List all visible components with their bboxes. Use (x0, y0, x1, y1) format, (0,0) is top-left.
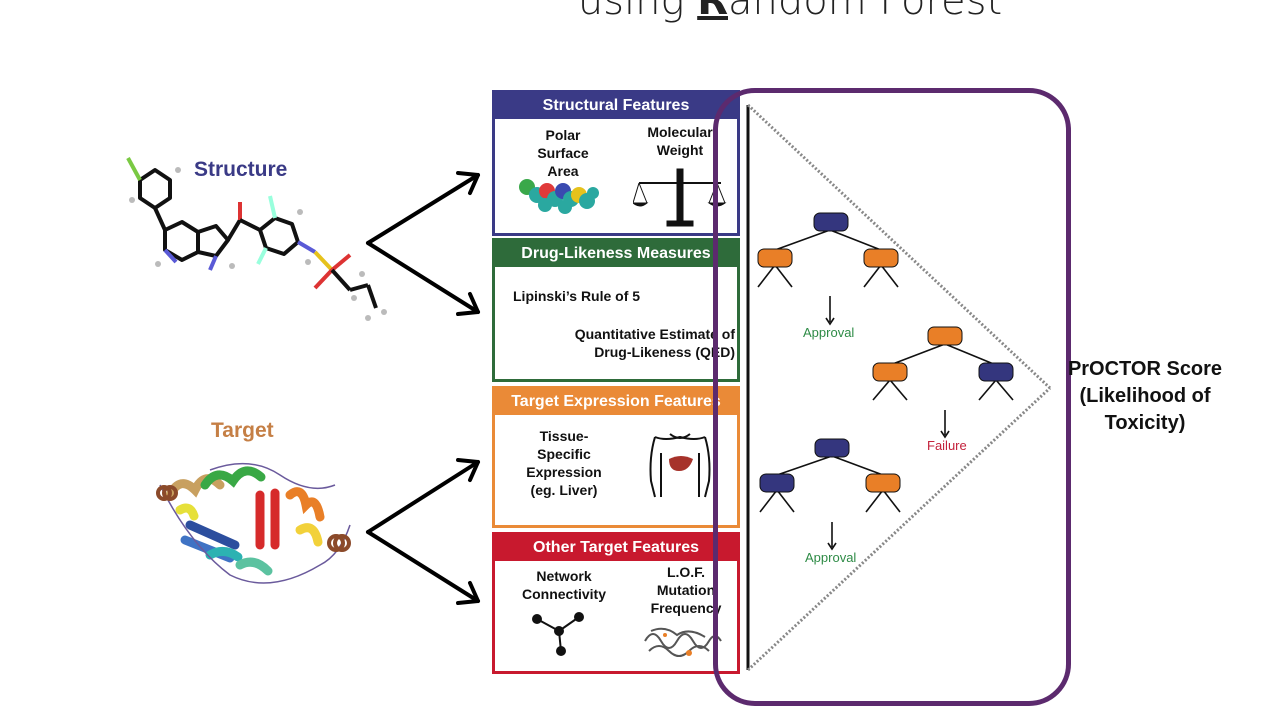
protein-target-image (156, 462, 351, 584)
target-expression-header: Target Expression Features (495, 389, 737, 415)
slide-title: using Random Forest (470, 0, 1110, 24)
tissue-expression-label: Tissue- Specific Expression (eg. Liver) (526, 428, 602, 498)
structural-features-box: Structural Features Polar Surface Area M… (492, 90, 740, 236)
decision-tree-3 (759, 438, 901, 551)
proctor-score-label: PrOCTOR Score (Likelihood of Toxicity) (1067, 358, 1223, 434)
network-graph-icon (532, 612, 584, 656)
decision-tree-2 (872, 326, 1014, 439)
qed-label: Quantitative Estimate of Drug-Likeness (… (574, 326, 735, 360)
structure-label: Structure (194, 158, 288, 181)
molecular-weight-label: Molecular Weight (647, 124, 713, 158)
target-label: Target (211, 419, 274, 442)
title-prefix: using (577, 0, 698, 24)
decision-tree-1 (757, 212, 899, 326)
drug-likeness-header: Drug-Likeness Measures (495, 241, 737, 267)
other-target-header: Other Target Features (495, 535, 737, 561)
lof-mutation-label: L.O.F. Mutation Frequency (650, 564, 722, 616)
balance-scale-icon (633, 168, 727, 227)
other-target-box: Other Target Features Network Connectivi… (492, 532, 740, 674)
random-forest-frame (713, 88, 1071, 706)
title-emphasis: R (697, 0, 728, 24)
title-suffix: andom Forest (728, 0, 1003, 24)
structural-features-header: Structural Features (495, 93, 737, 119)
target-expression-box: Target Expression Features Tissue- Speci… (492, 386, 740, 528)
random-forest-diagram (746, 103, 1052, 672)
lipinski-rule-label: Lipinski’s Rule of 5 (513, 288, 641, 304)
molecule-spheres-image (519, 179, 599, 214)
tree1-outcome-label: Approval (803, 325, 855, 340)
molecule-structure-image (126, 157, 387, 321)
tree3-outcome-label: Approval (805, 550, 857, 565)
polar-surface-area-label: Polar Surface Area (537, 127, 589, 179)
feature-arrows (366, 171, 480, 605)
protein-structure-image (644, 627, 722, 657)
drug-likeness-box: Drug-Likeness Measures Lipinski’s Rule o… (492, 238, 740, 382)
tree2-outcome-label: Failure (927, 438, 967, 453)
torso-liver-icon (649, 433, 711, 498)
network-connectivity-label: Network Connectivity (521, 568, 606, 602)
